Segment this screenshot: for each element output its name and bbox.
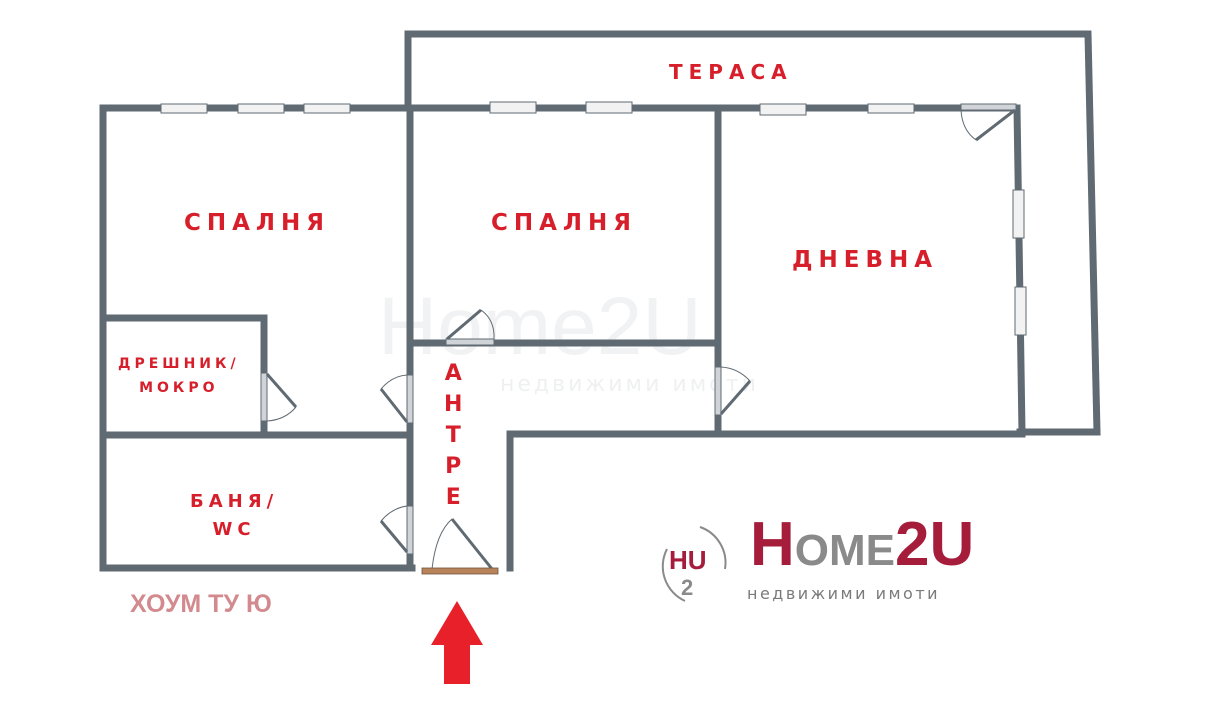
brand-mark-icon: HU 2 bbox=[661, 526, 727, 602]
door-frame bbox=[406, 505, 414, 555]
closet-label-line1: ДРЕШНИК/ bbox=[118, 356, 240, 372]
door-frame bbox=[714, 366, 722, 416]
door-frame bbox=[960, 103, 1017, 111]
brand-wordmark: HOME2U bbox=[750, 514, 974, 576]
doors bbox=[260, 103, 1017, 570]
brand-subtitle: недвижими имоти bbox=[747, 584, 941, 603]
brand-mark-2: 2 bbox=[681, 575, 693, 600]
door-leaf bbox=[975, 108, 1016, 142]
brand-2u: 2U bbox=[895, 510, 975, 579]
door-leaf bbox=[446, 308, 482, 341]
room-label-terrace: ТЕРАСА bbox=[669, 60, 793, 84]
hallway-letter: Т bbox=[445, 423, 461, 448]
terrace-wall bbox=[404, 30, 1101, 436]
agency-watermark-text: ХОУМ ТУ Ю bbox=[130, 590, 272, 618]
windows bbox=[160, 101, 1027, 336]
closet-label-line2: МОКРО bbox=[139, 380, 219, 396]
hallway-letter: Е bbox=[445, 485, 461, 510]
hallway-right-wall bbox=[506, 430, 1026, 572]
door-leaf bbox=[265, 373, 298, 408]
window bbox=[1014, 286, 1027, 336]
door-swing bbox=[960, 109, 977, 141]
arrow-up-icon bbox=[431, 601, 483, 684]
window bbox=[759, 103, 807, 116]
window bbox=[867, 103, 915, 114]
bathroom-label-line1: БАНЯ/ bbox=[190, 491, 279, 512]
door-frame bbox=[406, 374, 414, 424]
background-watermark-subtitle: недвижими имоти bbox=[500, 372, 759, 397]
brand-mark-hu: HU bbox=[669, 545, 707, 575]
window bbox=[489, 101, 537, 114]
room-label-closet: ДРЕШНИК/ МОКРО bbox=[118, 352, 240, 400]
entrance-door-swing bbox=[431, 518, 453, 570]
door-leaf bbox=[719, 380, 752, 415]
room-label-bathroom: БАНЯ/ WC bbox=[190, 488, 278, 544]
brand-ome: OME bbox=[794, 526, 896, 575]
door-swing bbox=[266, 406, 297, 422]
window bbox=[237, 103, 285, 114]
bathroom-label-line2: WC bbox=[212, 519, 256, 540]
entrance-door-leaf bbox=[450, 518, 494, 570]
door-leaf bbox=[379, 520, 409, 553]
background-watermark-logo: Home2U bbox=[378, 281, 702, 372]
door-frame bbox=[445, 338, 495, 346]
window bbox=[1012, 189, 1025, 239]
living-room-right-wall bbox=[1013, 104, 1026, 436]
room-label-bedroom-left: СПАЛНЯ bbox=[184, 210, 330, 236]
door-frame bbox=[260, 372, 268, 422]
door-swing bbox=[380, 374, 408, 390]
hallway-letter: А bbox=[444, 361, 462, 386]
entrance-door-threshold bbox=[421, 567, 499, 575]
window bbox=[160, 103, 208, 114]
room-label-living-room: ДНЕВНА bbox=[792, 247, 939, 273]
window bbox=[585, 101, 633, 114]
hallway-letter: Р bbox=[445, 454, 462, 479]
brand-h: H bbox=[750, 510, 795, 579]
door-swing bbox=[480, 309, 495, 340]
brand-logo: HU 2 HOME2U недвижими имоти bbox=[650, 514, 990, 614]
window bbox=[303, 103, 351, 114]
hallway-letter: Н bbox=[444, 392, 463, 417]
room-label-bedroom-middle: СПАЛНЯ bbox=[491, 210, 637, 236]
door-swing bbox=[380, 505, 408, 522]
door-leaf bbox=[379, 388, 409, 423]
door-swing bbox=[720, 366, 751, 382]
room-label-hallway: А Н Т Р Е bbox=[444, 358, 462, 513]
walls bbox=[99, 30, 1101, 572]
